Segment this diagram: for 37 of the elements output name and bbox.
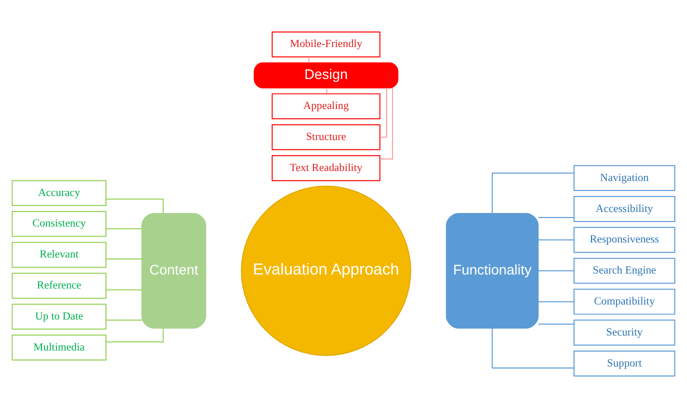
node-box: Relevant — [12, 242, 106, 268]
connector — [308, 56, 310, 64]
connector — [538, 270, 574, 272]
connector — [105, 198, 164, 214]
node-box: Accuracy — [12, 180, 106, 206]
connector — [326, 87, 328, 94]
node-box: Appealing — [272, 93, 380, 120]
node-box: Accessibility — [574, 196, 676, 222]
node-box: Multimedia — [12, 334, 106, 361]
connector — [538, 324, 574, 325]
node-box: Consistency — [12, 210, 106, 237]
connector — [492, 328, 574, 369]
connector — [106, 258, 142, 260]
node-box: Mobile-Friendly — [272, 32, 380, 58]
node-box: Text Readability — [272, 155, 380, 182]
connector — [492, 172, 574, 214]
node-box: Design — [254, 62, 398, 88]
connector — [106, 320, 142, 321]
connector — [538, 216, 574, 218]
connector — [538, 239, 574, 240]
node-box: Structure — [272, 124, 380, 150]
connector — [380, 87, 388, 138]
node-box: Reference — [12, 272, 106, 299]
node-box: Functionality — [446, 212, 539, 329]
node-box: Search Engine — [574, 258, 676, 284]
node-box: Support — [574, 350, 676, 376]
node-box: Security — [574, 320, 676, 346]
connector — [380, 88, 394, 160]
node-box: Navigation — [574, 165, 676, 192]
connector — [106, 289, 142, 290]
node-box: Up to Date — [12, 304, 106, 330]
node-circle: Evaluation Approach — [240, 186, 412, 356]
connector — [538, 301, 574, 302]
connector — [106, 228, 142, 230]
node-box: Content — [141, 212, 206, 329]
node-box: Compatibility — [574, 288, 676, 315]
node-box: Responsiveness — [574, 226, 676, 253]
